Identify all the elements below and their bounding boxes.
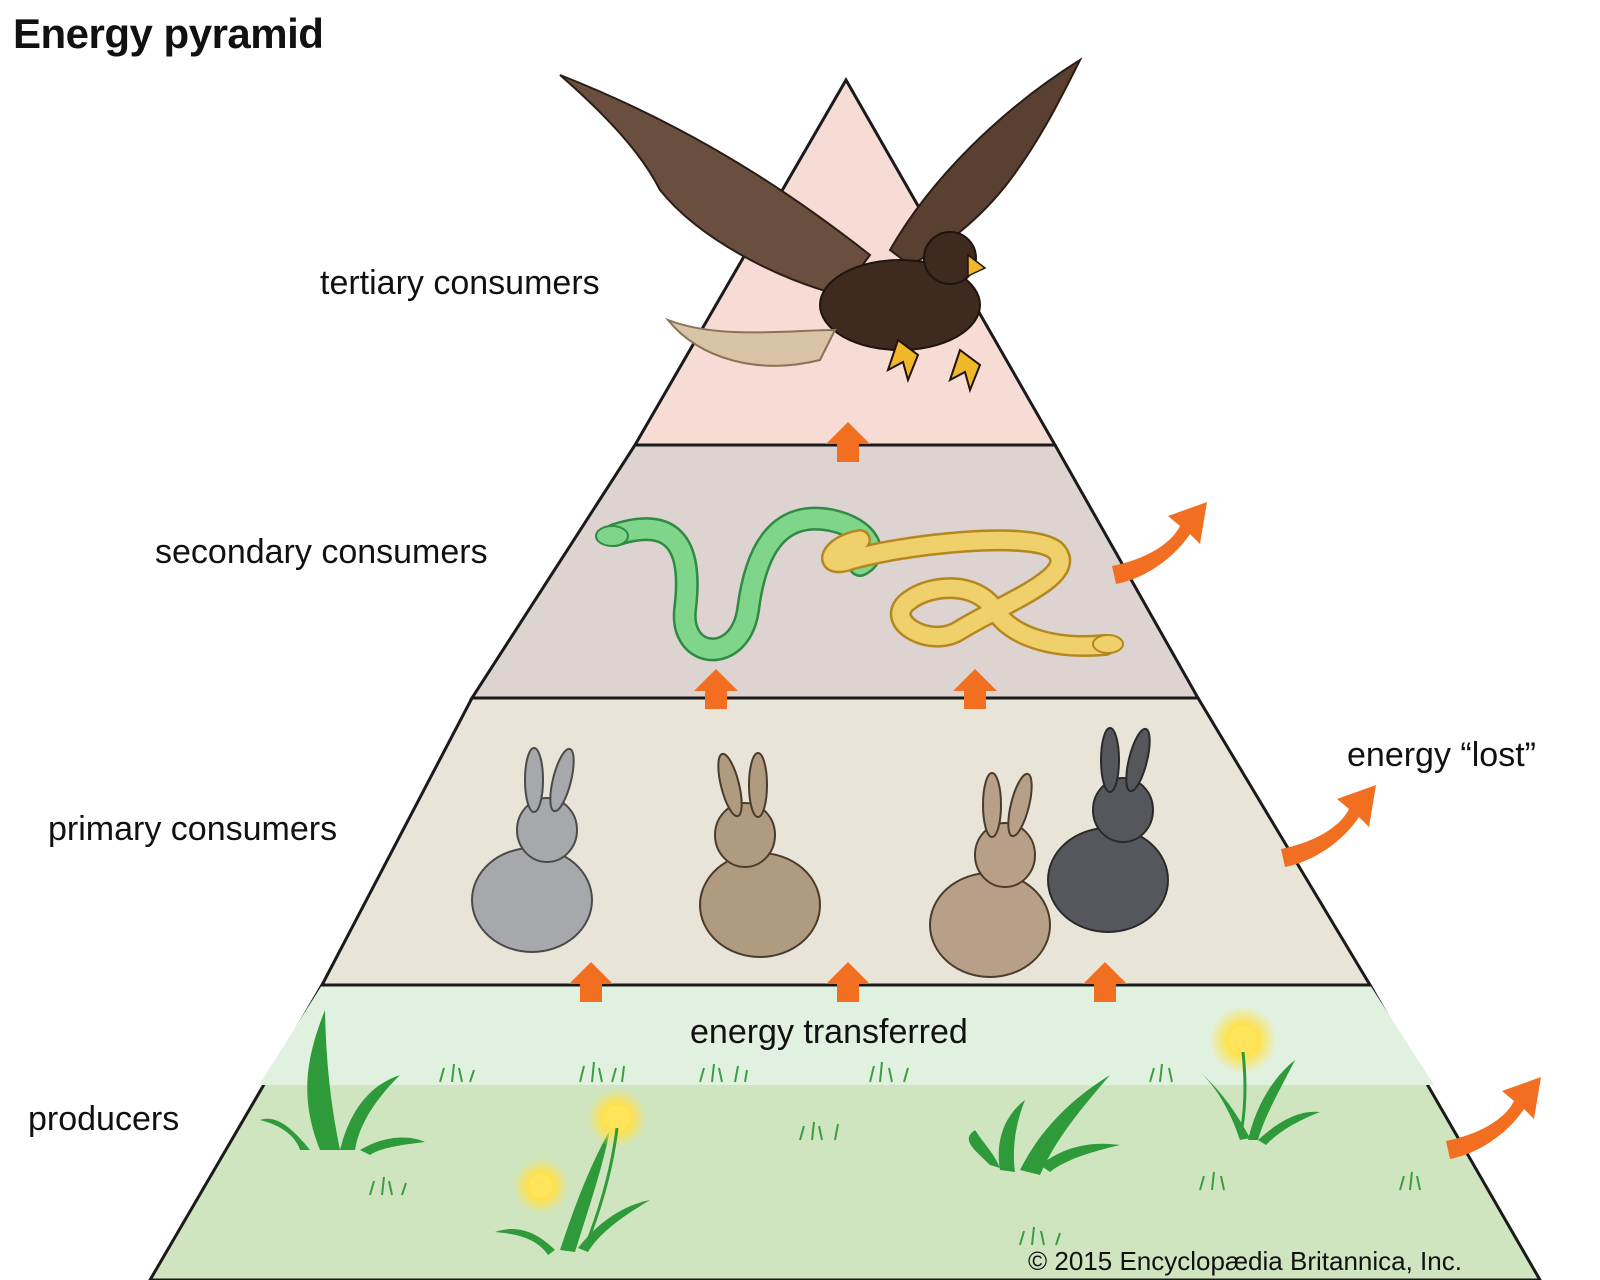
yellow-snake-icon xyxy=(820,529,1124,657)
grass-icon xyxy=(260,1010,1320,1255)
tier-producers-sky xyxy=(259,985,1434,1085)
label-energy-transferred: energy transferred xyxy=(690,1013,968,1051)
grass-tufts xyxy=(369,1061,1421,1246)
copyright-notice: © 2015 Encyclopædia Britannica, Inc. xyxy=(1028,1246,1462,1276)
diagram-title: Energy pyramid xyxy=(13,10,324,57)
dandelion-icon xyxy=(513,1006,1277,1249)
label-tertiary-consumers: tertiary consumers xyxy=(320,264,600,302)
label-producers: producers xyxy=(28,1100,180,1138)
label-secondary-consumers: secondary consumers xyxy=(155,533,488,571)
label-primary-consumers: primary consumers xyxy=(48,810,338,848)
tier-primary xyxy=(319,696,1373,987)
label-energy-lost: energy “lost” xyxy=(1347,736,1536,774)
eagle-icon xyxy=(559,57,1083,394)
green-snake-icon xyxy=(595,506,882,662)
